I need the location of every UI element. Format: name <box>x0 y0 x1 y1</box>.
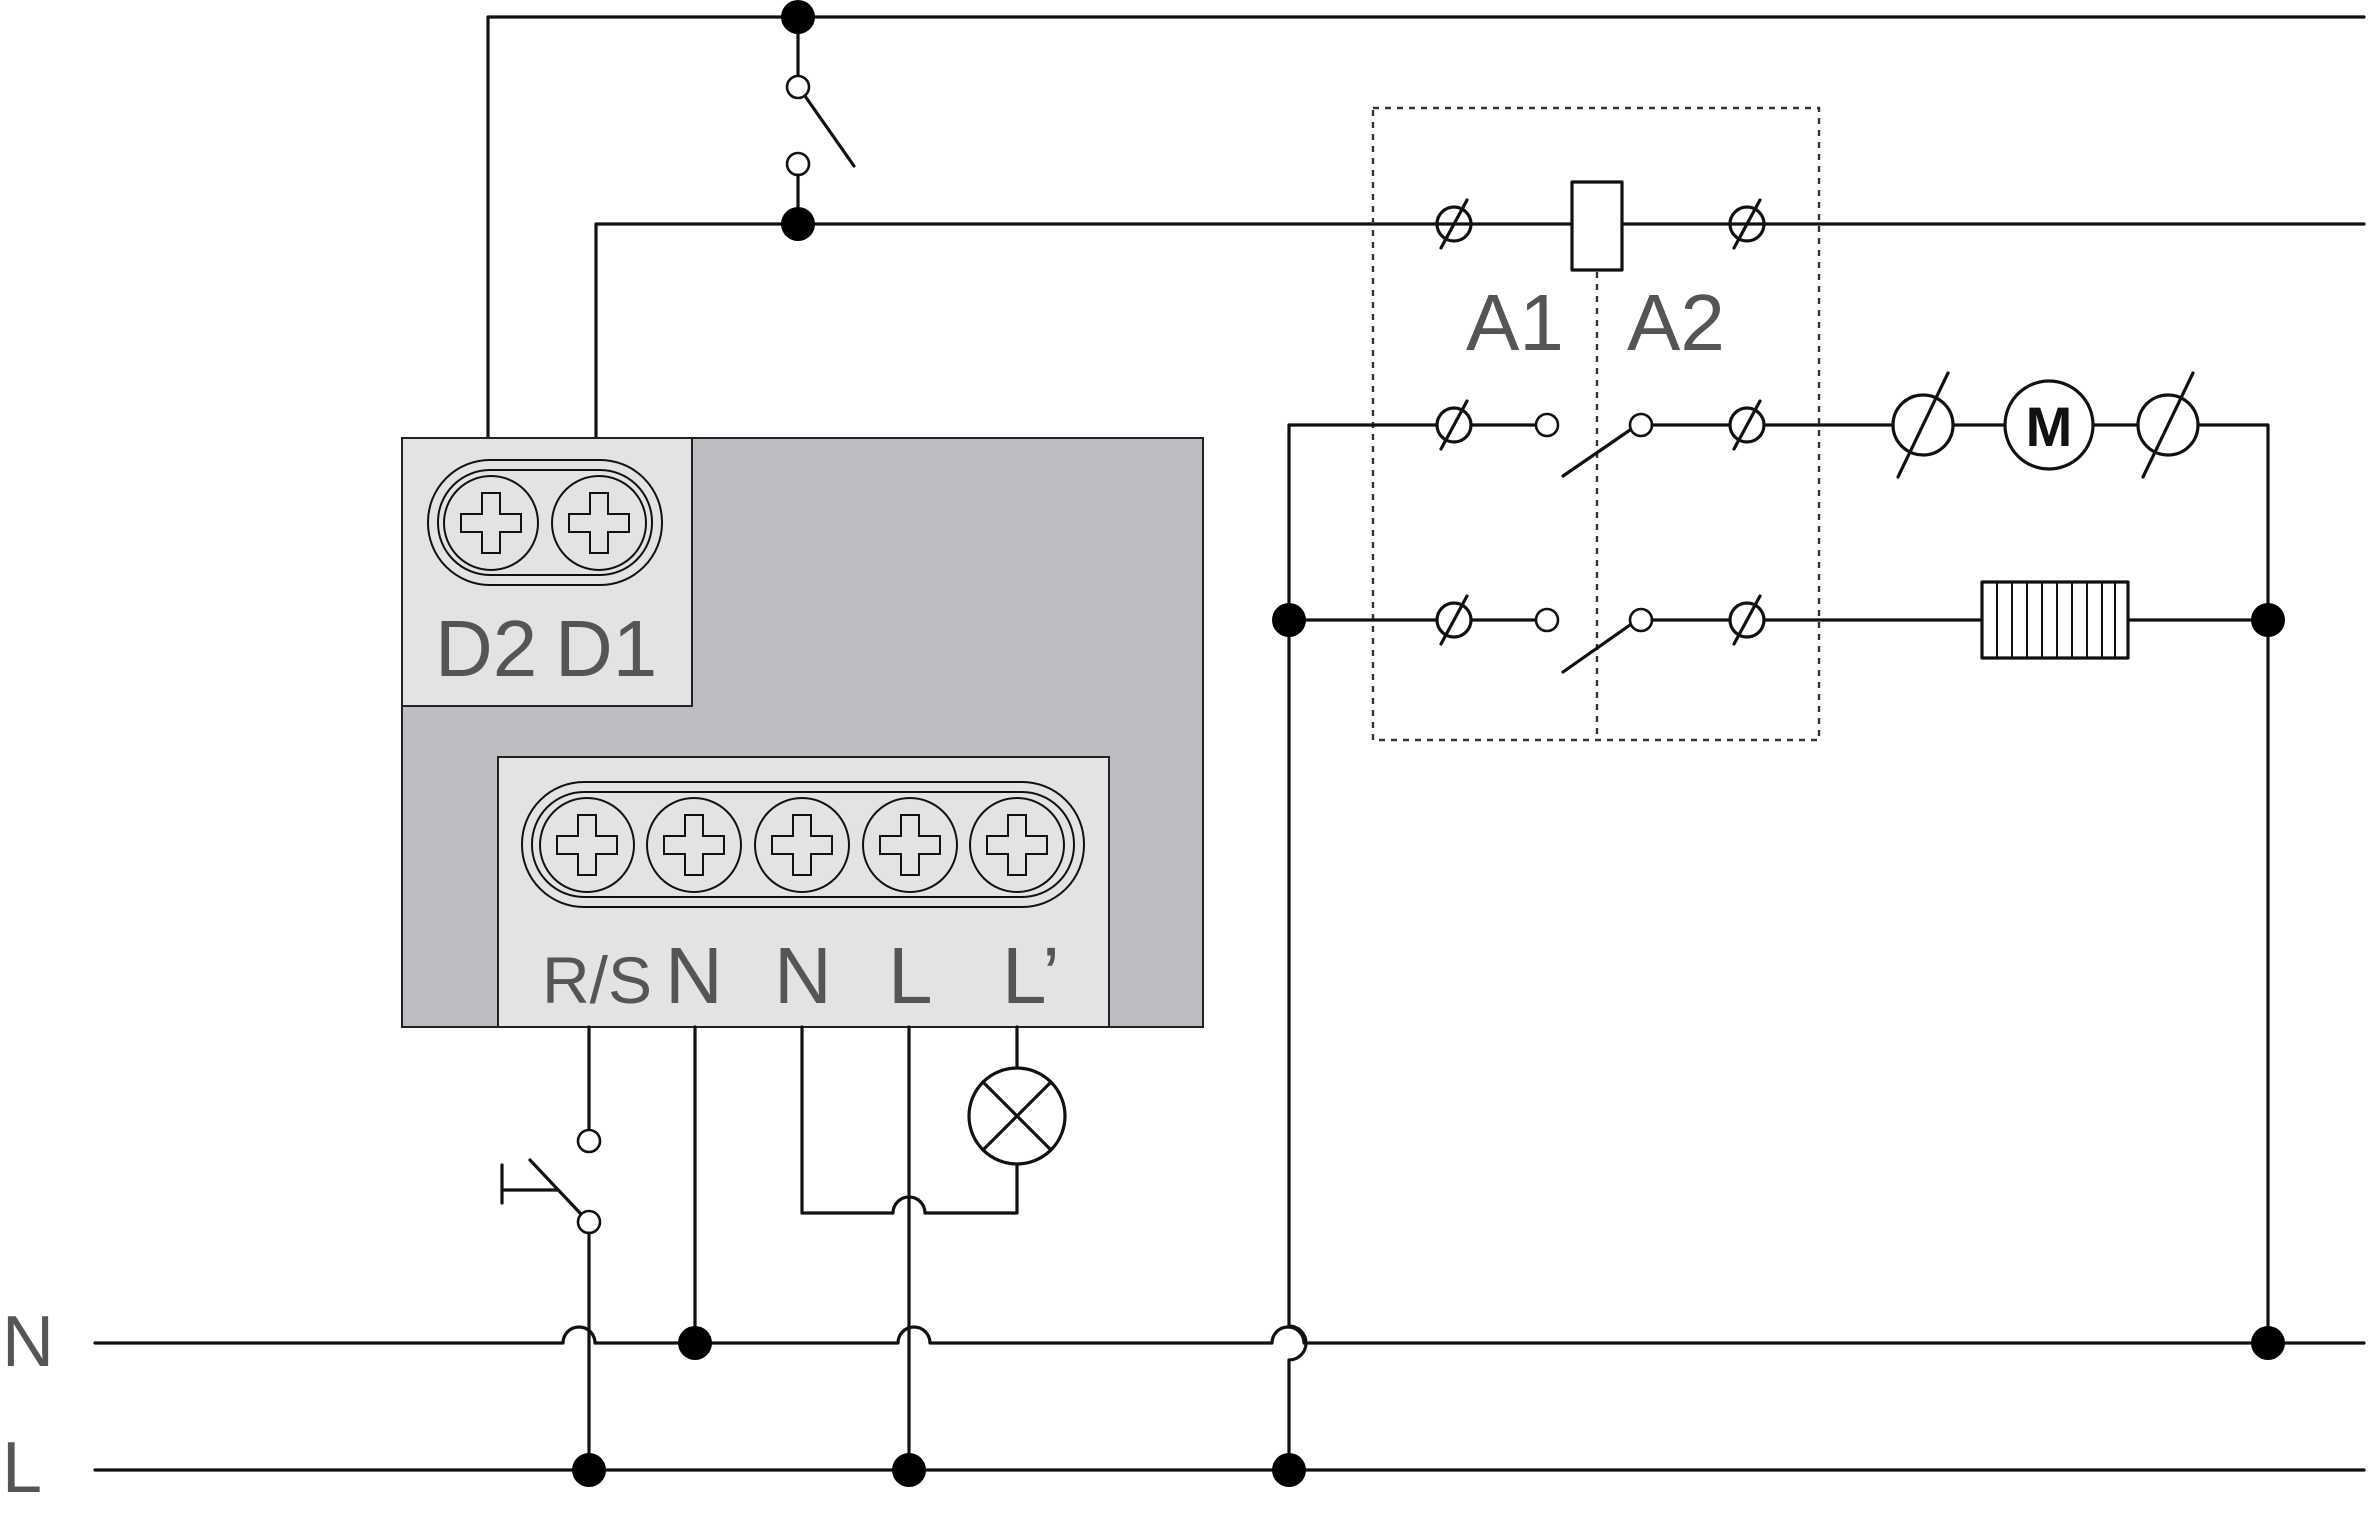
terminal-symbol <box>1435 399 1473 451</box>
contact2-fixed <box>1534 607 1560 633</box>
mains-rails: N L <box>2 1302 2366 1508</box>
junction-dot <box>572 1453 606 1487</box>
terminal-label-l-prime: L’ <box>1002 931 1060 1020</box>
contactor: A1 A2 <box>1272 106 2366 1487</box>
terminal-label-d2: D2 <box>435 604 537 693</box>
top-terminal-block <box>427 459 663 586</box>
terminal-screw <box>862 797 958 893</box>
junction-dot <box>781 207 815 241</box>
contact1-fixed <box>1534 412 1560 438</box>
terminal-label-n1: N <box>665 931 723 1020</box>
coil-label-a2: A2 <box>1627 278 1725 367</box>
junction-dot <box>781 0 815 34</box>
terminal-screw <box>969 797 1065 893</box>
lamp-icon <box>967 1066 1067 1166</box>
motor-label: M <box>2026 395 2073 458</box>
top-terminal-block-inner <box>437 469 653 576</box>
pushbutton-blade <box>528 1158 582 1215</box>
coil <box>1570 180 1624 272</box>
pushbutton-actuator <box>500 1163 559 1205</box>
top-switch-blade <box>803 94 856 168</box>
device-load-wiring <box>500 1025 1067 1487</box>
contact1-blade <box>1561 428 1632 478</box>
terminal-label-d1: D1 <box>555 604 657 693</box>
bottom-terminal-block <box>521 781 1085 908</box>
terminal-symbol <box>1891 371 1955 479</box>
junction-dot <box>2251 603 2285 637</box>
terminal-symbol <box>1435 594 1473 646</box>
contact2-moving <box>1628 607 1654 633</box>
contact1-moving <box>1628 412 1654 438</box>
junction-dot <box>2251 1326 2285 1360</box>
terminal-symbol <box>1728 594 1766 646</box>
mains-label-l: L <box>2 1428 42 1508</box>
terminal-label-l: L <box>888 931 933 1020</box>
d2-wire <box>486 15 2366 440</box>
contact2-blade <box>1561 623 1632 674</box>
control-wiring <box>486 0 2366 440</box>
motor-row-wire <box>1762 423 2270 1345</box>
terminal-screw <box>754 797 850 893</box>
mains-label-n: N <box>2 1302 54 1382</box>
d1-wire <box>594 222 1412 440</box>
bottom-terminal-block-inner <box>531 791 1075 898</box>
coil-label-a1: A1 <box>1466 278 1564 367</box>
device: D2 D1 R/S N N L L’ <box>401 437 1204 1028</box>
terminal-symbol <box>1435 198 1473 250</box>
heater-icon <box>1980 580 2130 660</box>
feed-bus <box>1287 423 1439 1472</box>
terminal-screw <box>646 797 742 893</box>
terminal-screw <box>551 475 647 571</box>
pushbutton-contact-lower <box>576 1209 602 1235</box>
terminal-symbol <box>1728 198 1766 250</box>
terminal-symbol <box>2136 371 2200 479</box>
terminal-label-n2: N <box>774 931 832 1020</box>
terminal-label-rs: R/S <box>542 943 652 1017</box>
top-terminal-panel <box>401 437 693 707</box>
junction-dot <box>678 1326 712 1360</box>
top-switch-contact-lower <box>785 151 811 177</box>
motor-icon: M <box>2003 379 2095 471</box>
junction-dot <box>1272 603 1306 637</box>
terminal-screw <box>443 475 539 571</box>
pushbutton-contact-upper <box>576 1128 602 1154</box>
junction-dot <box>1272 1453 1306 1487</box>
loads: M <box>1762 371 2285 1360</box>
terminal-screw <box>539 797 635 893</box>
neutral-rail <box>93 1325 2366 1345</box>
junction-dot <box>892 1453 926 1487</box>
top-switch-contact-upper <box>785 74 811 100</box>
terminal-symbol <box>1728 399 1766 451</box>
